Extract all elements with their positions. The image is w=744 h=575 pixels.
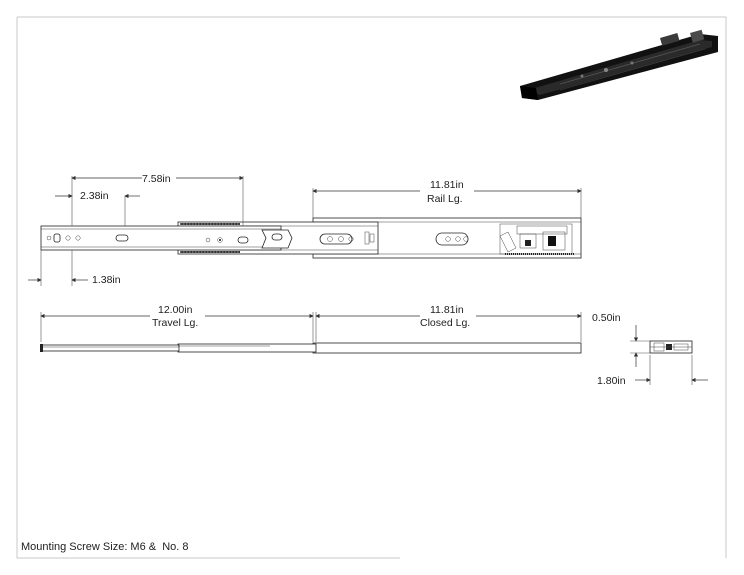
slide-end-view bbox=[649, 340, 693, 354]
side-view-dimensions: 7.58in 2.38in 1.38in 11.81in Rail Lg. bbox=[28, 173, 582, 286]
dim-height: 0.50in bbox=[592, 312, 621, 324]
dim-closed-label: Closed Lg. bbox=[420, 317, 470, 329]
mounting-screw-note: Mounting Screw Size: M6 & No. 8 bbox=[21, 541, 189, 553]
drawer-slide-isometric-render bbox=[520, 29, 718, 100]
dim-rail-label: Rail Lg. bbox=[427, 193, 463, 205]
sheet-frame bbox=[16, 16, 727, 559]
dim-1-38: 1.38in bbox=[92, 274, 121, 286]
slide-top-view bbox=[40, 342, 582, 354]
extended-slide-side-view bbox=[40, 217, 582, 259]
end-view-dimensions: 0.50in 1.80in bbox=[592, 312, 708, 387]
dim-closed-value: 11.81in bbox=[430, 304, 464, 316]
dim-travel-label: Travel Lg. bbox=[152, 317, 198, 329]
dim-rail-value: 11.81in bbox=[430, 179, 464, 191]
dim-travel-value: 12.00in bbox=[158, 304, 193, 316]
top-view-dimensions: 12.00in Travel Lg. 11.81in Closed Lg. bbox=[40, 304, 582, 342]
dim-7-58: 7.58in bbox=[142, 173, 171, 185]
dim-2-38: 2.38in bbox=[80, 190, 109, 202]
dim-width: 1.80in bbox=[597, 375, 626, 387]
